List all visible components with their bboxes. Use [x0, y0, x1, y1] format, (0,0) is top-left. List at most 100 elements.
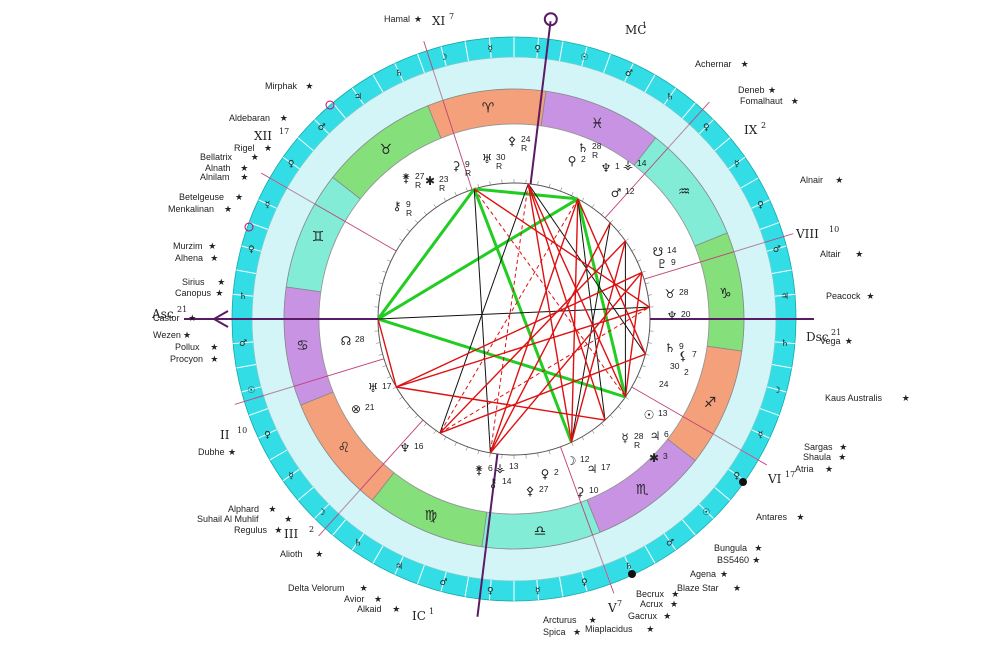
star-label-becrux: Becrux	[636, 589, 665, 599]
retrograde-mark: R	[406, 208, 412, 218]
degree-tick	[489, 452, 491, 457]
decan-tick	[269, 449, 288, 461]
decan-tick	[233, 293, 254, 297]
decan-tick	[644, 74, 656, 93]
planet-glyph: ⚶	[495, 461, 505, 475]
star-marker-icon: ★	[188, 313, 196, 323]
planet-degree: 30	[496, 152, 506, 162]
aspect-square	[489, 222, 611, 454]
decan-tick	[559, 41, 564, 62]
planet-degree: 1	[615, 161, 620, 171]
planet-degree: 23	[439, 174, 449, 184]
zodiac-rings: ♂☉♀☿☽♄♃♂♀☿♀♄♂☉♀☿☽♄♃♂♀☿♀♄♂☉♀☿☽♄♃♂♀☿♀♄♈♉♊♋…	[231, 36, 797, 602]
aspect-square	[473, 188, 650, 308]
star-label-vega: Vega	[820, 336, 841, 346]
decan-tick	[774, 293, 795, 297]
star-marker-icon: ★	[741, 59, 749, 69]
planet-glyph: ⚴	[508, 134, 517, 148]
planet-11: ♄28R	[578, 141, 602, 160]
planet-degree: 28	[634, 431, 644, 441]
star-label-pollux: Pollux	[175, 342, 200, 352]
decan-glyph: ♂	[318, 123, 326, 133]
planet-glyph: ⚷	[489, 476, 498, 490]
star-marker-icon: ★	[210, 253, 218, 263]
star-label-alhena: Alhena	[175, 253, 203, 263]
star-label-antares: Antares	[756, 512, 788, 522]
degree-tick	[581, 436, 585, 441]
degree-tick	[382, 365, 387, 368]
retrograde-mark: R	[496, 161, 502, 171]
sign-glyph-cancer: ♋	[296, 338, 309, 354]
decan-tick	[536, 38, 540, 59]
degree-tick	[647, 294, 652, 296]
degree-tick	[591, 204, 595, 208]
house-sup: 7	[617, 599, 622, 608]
planet-glyph: ⚵	[402, 171, 411, 185]
degree-tick	[560, 187, 563, 192]
planet-glyph: ⚳	[452, 159, 461, 173]
decan-glyph: ♄	[239, 292, 247, 302]
star-label-mirphak: Mirphak	[265, 81, 298, 91]
house-cusp-line	[631, 386, 768, 466]
planet-25: ☿28R	[621, 431, 643, 450]
star-label-shaula: Shaula	[803, 452, 831, 462]
star-label-alkaid: Alkaid	[357, 604, 382, 614]
planet-22: 2	[684, 367, 689, 377]
retrograde-mark: R	[465, 168, 471, 178]
house-label-ic: IC	[412, 609, 426, 623]
planet-31: ⚳10	[576, 485, 599, 499]
decan-tick	[394, 63, 404, 82]
sign-glyph-gemini: ♊	[312, 229, 325, 245]
planet-degree: 21	[365, 402, 375, 412]
planet-glyph: ☿	[621, 431, 628, 445]
aspect-trine	[474, 187, 578, 201]
degree-tick	[392, 386, 397, 390]
planet-glyph: ⚵	[475, 463, 484, 477]
house-sup: 1	[642, 21, 647, 30]
star-labels: Hamal★Mirphak★Aldebaran★Rigel★Bellatrix★…	[153, 14, 910, 637]
star-label-altair: Altair	[820, 249, 841, 259]
planet-23: 24	[659, 379, 669, 389]
house-cusp-line	[318, 419, 424, 537]
decan-tick	[297, 487, 314, 501]
degree-tick	[645, 353, 650, 356]
planet-degree: 6	[488, 463, 493, 473]
planet-glyph: ✱	[425, 174, 435, 188]
planet-20: ⚸7	[679, 349, 697, 363]
sign-glyph-virgo: ♍	[424, 508, 437, 524]
star-marker-icon: ★	[208, 241, 216, 251]
planet-1: ♅17	[368, 381, 392, 395]
aspect-conjunction	[577, 198, 606, 421]
planet-glyph: ⚶	[623, 158, 633, 172]
house-label-ix: IX	[744, 123, 758, 137]
retrograde-mark: R	[439, 183, 445, 193]
decan-tick	[771, 269, 792, 274]
degree-tick	[537, 181, 539, 186]
planet-degree: 24	[659, 379, 669, 389]
star-marker-icon: ★	[315, 549, 323, 559]
star-marker-icon: ★	[240, 172, 248, 182]
aspect-square	[527, 183, 573, 443]
planet-degree: 2	[684, 367, 689, 377]
star-label-avior: Avior	[344, 594, 364, 604]
degree-tick	[548, 450, 551, 455]
decan-glyph: ♀	[288, 159, 295, 169]
degree-tick	[571, 442, 574, 446]
black-dot-marker	[628, 570, 636, 578]
planet-degree: 28	[592, 141, 602, 151]
degree-tick	[443, 436, 447, 441]
decan-tick	[464, 41, 469, 62]
degree-tick	[591, 430, 595, 434]
decan-tick	[332, 519, 346, 536]
decan-tick	[440, 46, 447, 67]
star-marker-icon: ★	[268, 504, 276, 514]
planet-degree: 9	[406, 199, 411, 209]
planet-30: ♀2	[541, 467, 559, 481]
house-label-mc: MC	[625, 23, 646, 37]
degree-tick	[637, 259, 641, 262]
degree-tick	[414, 219, 419, 224]
decan-glyph: ♄	[354, 538, 362, 548]
aspect-lines	[376, 183, 650, 454]
aspect-minor	[473, 188, 626, 398]
decan-tick	[282, 468, 300, 482]
